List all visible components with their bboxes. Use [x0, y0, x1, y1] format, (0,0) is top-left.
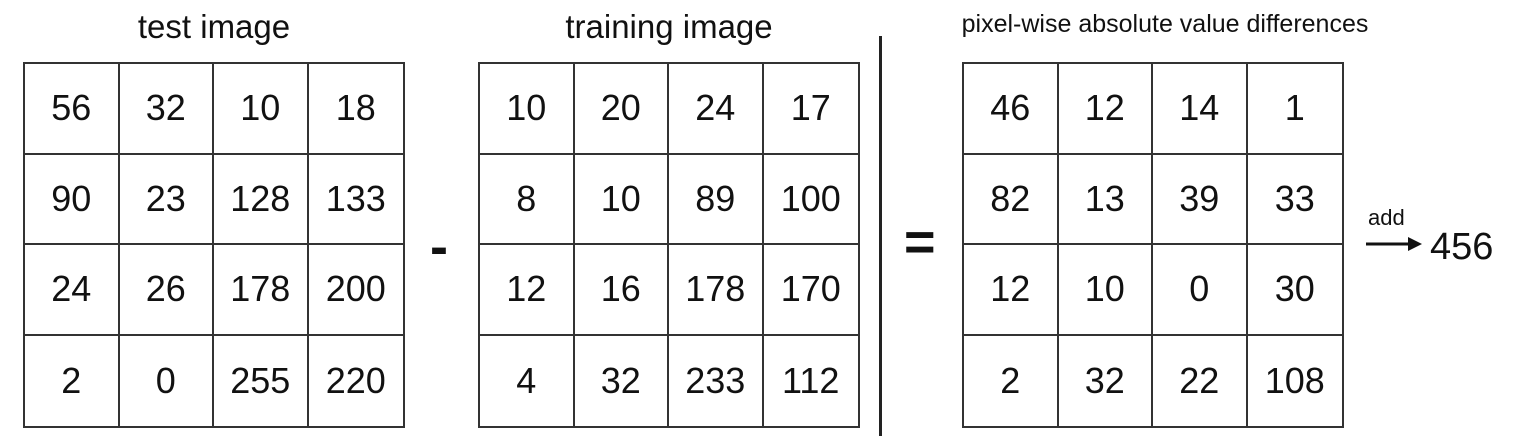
- grid-cell: 233: [669, 335, 764, 426]
- grid-cell: 100: [763, 155, 858, 245]
- grid-cell: 108: [1264, 359, 1325, 401]
- grid-cell: 2: [25, 335, 120, 426]
- grid-cell: 133: [308, 155, 403, 245]
- grid-cell: 220: [325, 359, 386, 401]
- grid-cell: 90: [25, 154, 120, 245]
- grid-cell: 22: [1153, 335, 1248, 426]
- training-image-title: training image: [565, 8, 773, 45]
- add-label: add: [1368, 205, 1405, 230]
- grid-cell: 255: [214, 335, 309, 426]
- grid-cell: 8: [480, 154, 575, 245]
- grid-cell: 170: [763, 245, 858, 336]
- grid-cell: 32: [1059, 335, 1153, 426]
- grid-cell: 10: [1058, 245, 1153, 336]
- divider-line: [879, 36, 882, 436]
- grid-cell: 178: [669, 245, 764, 336]
- grid-cell: 1: [1247, 64, 1342, 155]
- grid-cell: 39: [1153, 154, 1248, 245]
- grid-cell: 10: [574, 154, 669, 245]
- grid-cell: 178: [214, 245, 309, 336]
- grid-cell: 16: [574, 245, 669, 336]
- grid-cell: 33: [1247, 155, 1342, 245]
- grid-cell: 0: [120, 335, 214, 426]
- grid-cell: 20: [574, 64, 669, 155]
- grid-cell: 10: [480, 64, 575, 155]
- grid-cell: 56: [25, 64, 120, 155]
- sum-value: 456: [1430, 226, 1494, 268]
- grid-cell: 89: [669, 154, 764, 245]
- grid-cell: 32: [119, 64, 214, 155]
- differences-title: pixel-wise absolute value differences: [961, 10, 1369, 38]
- grid-cell: 24: [25, 245, 120, 336]
- grid-cell: 0: [1153, 245, 1248, 336]
- grid-cell: 18: [308, 64, 403, 155]
- grid-cell: 128: [214, 154, 309, 245]
- grid-cell: 24: [669, 64, 764, 155]
- grid-cell: 23: [119, 154, 214, 245]
- grid-cell: 112: [782, 359, 840, 401]
- grid-cell: 12: [964, 245, 1059, 336]
- grid-cell: 12: [1058, 64, 1153, 155]
- grid-cell: 2: [964, 335, 1059, 426]
- equals-operator: =: [904, 212, 936, 272]
- grid-cell: 10: [214, 64, 309, 155]
- grid-cell: 46: [964, 64, 1059, 155]
- right-arrow-icon: [1366, 237, 1422, 251]
- grid-cell: 17: [763, 64, 858, 155]
- grid-cell: 14: [1153, 64, 1248, 155]
- grid-cell: 4: [480, 335, 575, 426]
- grid-cell: 200: [308, 245, 403, 336]
- grid-cell: 82: [964, 154, 1059, 245]
- grid-cell: 26: [119, 245, 214, 336]
- grid-cell: 30: [1247, 245, 1342, 336]
- test-image-title: test image: [137, 8, 291, 45]
- minus-operator: -: [430, 217, 448, 277]
- grid-cell: 13: [1058, 154, 1153, 245]
- grid-cell: 32: [575, 335, 669, 426]
- grid-cell: 12: [480, 245, 575, 336]
